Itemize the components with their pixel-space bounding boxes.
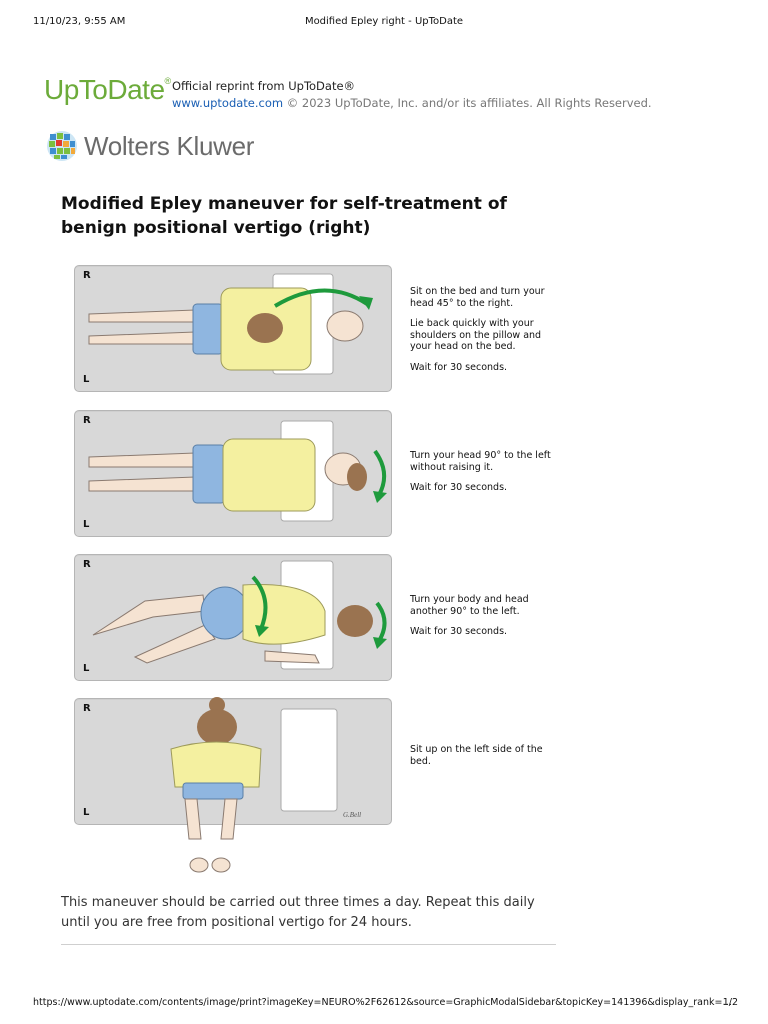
print-url: https://www.uptodate.com/contents/image/… xyxy=(33,997,732,1008)
print-footer: https://www.uptodate.com/contents/image/… xyxy=(33,997,738,1008)
step-3-line-1: Turn your body and head another 90° to t… xyxy=(410,594,529,617)
reprint-line: Official reprint from UpToDate® xyxy=(172,79,356,93)
step-3-illustration: R L xyxy=(74,554,392,681)
step-1-line-3: Wait for 30 seconds. xyxy=(410,361,508,373)
copyright-text: © 2023 UpToDate, Inc. and/or its affilia… xyxy=(286,96,652,110)
step-3-figure xyxy=(92,560,387,670)
page-number: 1/2 xyxy=(722,997,738,1008)
step-2-instructions: Turn your head 90° to the left without r… xyxy=(410,450,560,503)
step-1-line-1: Sit on the bed and turn your head 45° to… xyxy=(410,286,545,309)
step-1-figure xyxy=(88,273,373,375)
frequency-note: This maneuver should be carried out thre… xyxy=(61,895,535,930)
step-1-illustration: R L xyxy=(74,265,392,392)
right-side-label: R xyxy=(83,415,91,426)
left-side-label: L xyxy=(83,374,90,385)
brand-reg-mark: ® xyxy=(164,76,172,86)
step-2-figure xyxy=(88,420,387,522)
step-2-line-2: Wait for 30 seconds. xyxy=(410,482,508,493)
uptodate-logo[interactable]: UpToDate® xyxy=(44,74,171,106)
left-side-label: L xyxy=(83,519,90,530)
divider xyxy=(61,944,556,945)
step-4-illustration: R L G.Bell xyxy=(74,697,392,873)
wolters-kluwer-logo[interactable]: Wolters Kluwer xyxy=(46,130,254,162)
right-side-label: R xyxy=(83,270,91,281)
figure-title: Modified Epley maneuver for self-treatme… xyxy=(61,194,507,238)
print-title: Modified Epley right - UpToDate xyxy=(304,16,464,27)
step-2-line-1: Turn your head 90° to the left without r… xyxy=(410,450,551,473)
artist-signature: G.Bell xyxy=(343,811,361,819)
brand-name: UpToDate xyxy=(44,74,165,105)
right-side-label: R xyxy=(83,703,91,714)
step-3-line-2: Wait for 30 seconds. xyxy=(410,626,508,637)
step-4-line-1: Sit up on the left side of the bed. xyxy=(410,744,543,767)
step-4-instructions: Sit up on the left side of the bed. xyxy=(410,744,560,776)
print-date: 11/10/23, 9:55 AM xyxy=(33,16,126,27)
left-side-label: L xyxy=(83,807,90,818)
publisher-name: Wolters Kluwer xyxy=(84,130,255,161)
wolters-kluwer-globe-icon xyxy=(47,131,77,161)
left-side-label: L xyxy=(83,663,90,674)
right-side-label: R xyxy=(83,559,91,570)
step-2-illustration: R L xyxy=(74,410,392,537)
uptodate-link[interactable]: www.uptodate.com xyxy=(172,96,284,110)
step-1-instructions: Sit on the bed and turn your head 45° to… xyxy=(410,286,560,382)
step-3-instructions: Turn your body and head another 90° to t… xyxy=(410,594,560,647)
step-1-line-2: Lie back quickly with your shoulders on … xyxy=(410,318,542,352)
reprint-notice: Official reprint from UpToDate® www.upto… xyxy=(172,78,652,112)
step-4-figure: G.Bell xyxy=(170,697,361,873)
